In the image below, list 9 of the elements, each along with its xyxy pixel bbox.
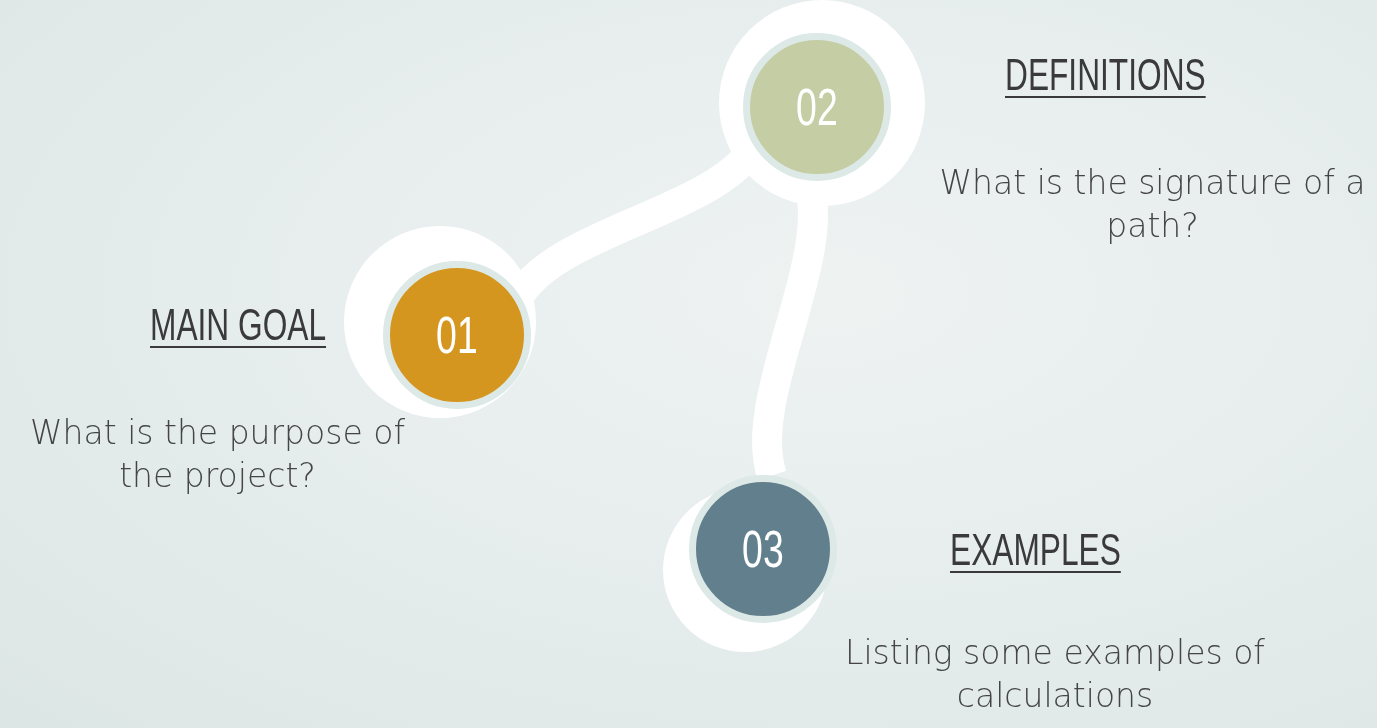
step-number: 02 bbox=[796, 77, 838, 137]
step-number: 01 bbox=[436, 305, 478, 365]
step-number: 03 bbox=[742, 519, 784, 579]
section-heading: EXAMPLES bbox=[950, 525, 1121, 575]
description-text: Listing some examples of calculations bbox=[844, 632, 1266, 717]
section-heading: MAIN GOAL bbox=[150, 300, 327, 350]
section-heading: DEFINITIONS bbox=[1005, 50, 1206, 100]
description-text: What is the signature of a path? bbox=[938, 162, 1367, 247]
description-text: What is the purpose of the project? bbox=[28, 412, 407, 497]
